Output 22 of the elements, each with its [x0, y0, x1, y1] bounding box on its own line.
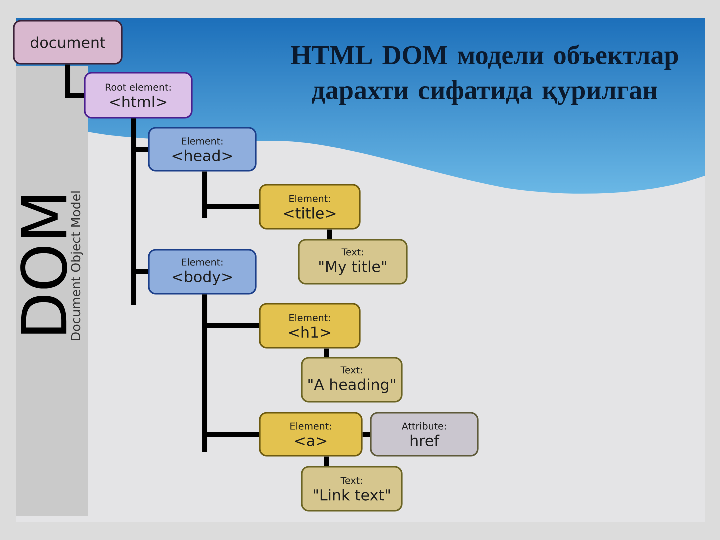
text-node-box: Text: "A heading": [301, 357, 403, 403]
tree-line: [324, 456, 330, 466]
vertical-heading: DOM: [20, 196, 68, 334]
element-box: Element: <head>: [148, 127, 257, 172]
text-node-box: Text: "My title": [298, 239, 408, 285]
title: HTML DOM модели объектлар дарахти сифатида қурилган: [291, 44, 678, 106]
root-element-box: Root element: <html>: [84, 72, 193, 119]
element-box: Element: <body>: [148, 249, 257, 295]
tree-line: [202, 169, 262, 220]
tree-line: [324, 348, 330, 358]
tree-line: [202, 292, 262, 454]
document-box: document: [13, 20, 123, 65]
tree-line: [328, 230, 332, 240]
text-node-box: Text: "Link text": [301, 466, 403, 512]
tree-line: [362, 432, 370, 437]
attribute-box: Attribute: href: [370, 412, 479, 457]
tree-line: [132, 116, 151, 308]
element-box: Element: <a>: [259, 412, 363, 457]
element-box: Element: <title>: [259, 184, 361, 230]
element-box: Element: <h1>: [259, 303, 361, 349]
vertical-subtitle: Document Object Model: [70, 192, 84, 340]
tree-line: [66, 64, 84, 98]
